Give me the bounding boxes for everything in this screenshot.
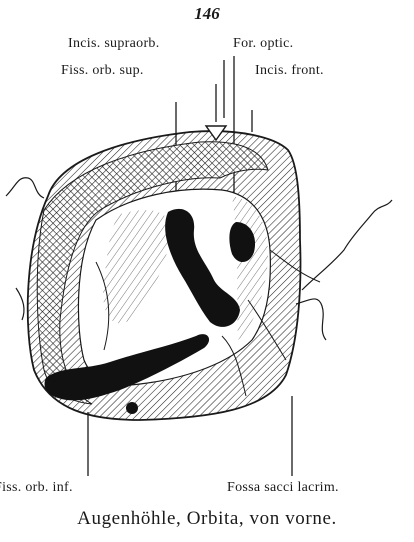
label-fossa-sacci-lacrimalis: Fossa sacci lacrim. — [227, 480, 339, 496]
figure-caption: Augenhöhle, Orbita, von vorne. — [0, 508, 414, 530]
foramen-infraorbitale — [126, 402, 138, 414]
label-fissura-orbitalis-inferior: Fiss. orb. inf. — [0, 480, 73, 496]
